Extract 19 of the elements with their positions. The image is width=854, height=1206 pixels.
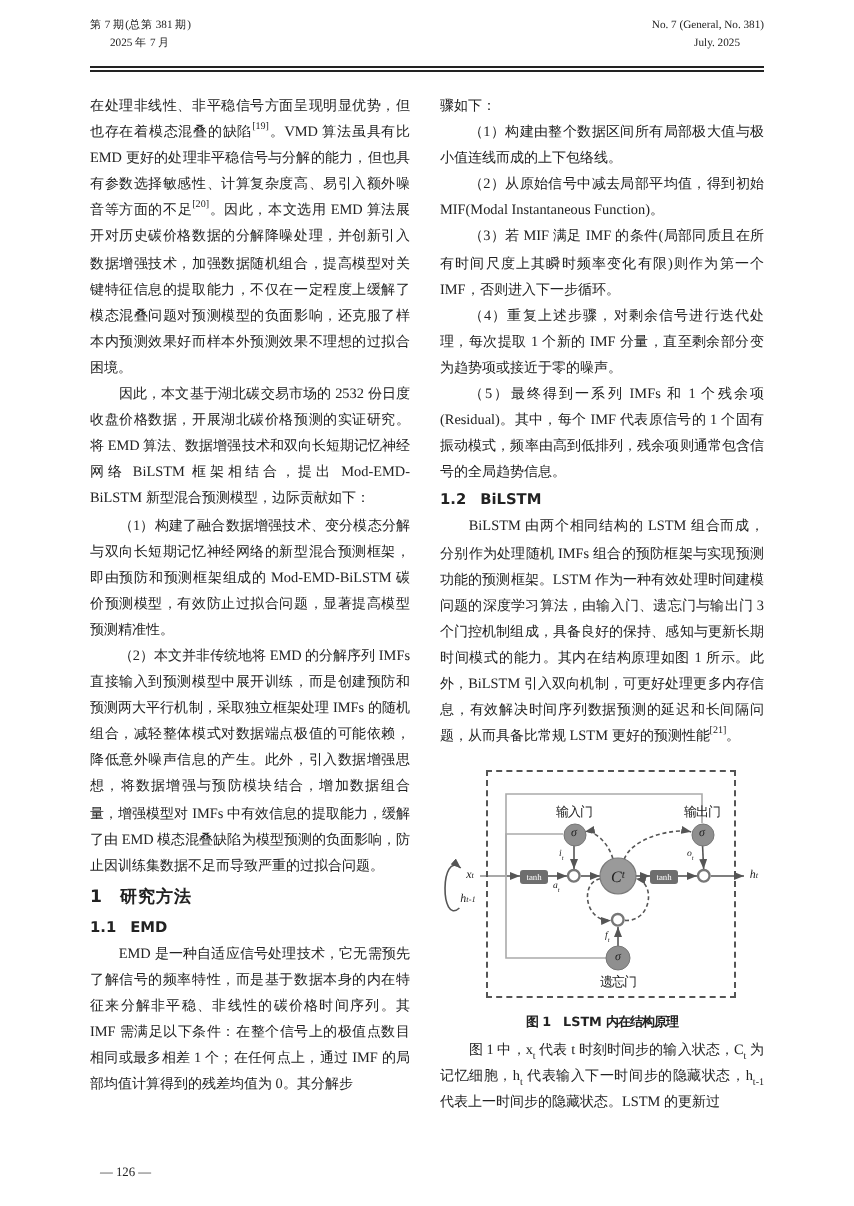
dashed-frame [486,770,736,999]
arrow [623,827,692,861]
arrow [584,827,614,861]
multiply-circle [697,869,711,884]
arrow [570,844,578,871]
arrow [635,872,651,881]
multiply-circle [611,913,625,928]
arrow [699,844,708,871]
arrow [547,872,568,881]
arrow [586,878,612,925]
arrow [624,878,650,922]
connector-line [479,875,607,960]
arrow [444,860,462,912]
arrow [677,872,698,881]
arrow [614,926,622,948]
multiply-circle [567,869,581,884]
section-heading: 1 研究方法 [90,885,194,912]
arrow [580,872,601,881]
arrow [710,872,745,881]
